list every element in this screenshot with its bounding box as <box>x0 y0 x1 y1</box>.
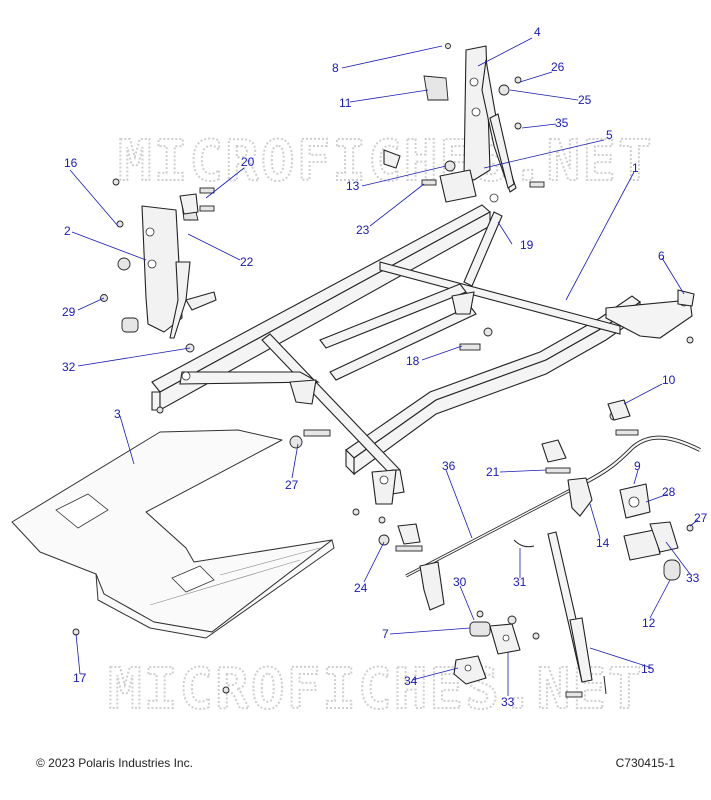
callout-30: 30 <box>453 575 467 589</box>
callout-21: 21 <box>486 465 500 479</box>
callout-19: 19 <box>520 238 534 252</box>
callout-15: 15 <box>641 662 655 676</box>
clips <box>179 149 695 545</box>
frame-main <box>151 193 693 505</box>
callout-18: 18 <box>406 354 420 368</box>
callout-33b: 33 <box>501 695 515 709</box>
callout-20: 20 <box>241 155 255 169</box>
callout-31: 31 <box>513 575 527 589</box>
callout-36: 36 <box>442 459 456 473</box>
callout-27b: 27 <box>694 511 708 525</box>
copyright-text: © 2023 Polaris Industries Inc. <box>36 756 193 770</box>
callout-32: 32 <box>62 360 76 374</box>
callout-27a: 27 <box>285 478 299 492</box>
gas-strut <box>547 531 607 695</box>
leader-lines <box>69 37 699 696</box>
callout-9: 9 <box>634 459 641 473</box>
callout-16: 16 <box>64 156 78 170</box>
callout-5: 5 <box>606 128 613 142</box>
callout-7: 7 <box>382 627 389 641</box>
skid-plate <box>11 429 335 639</box>
callout-23: 23 <box>356 223 370 237</box>
callout-6: 6 <box>658 249 665 263</box>
lower-mounts <box>453 621 521 685</box>
callout-12: 12 <box>642 616 656 630</box>
callout-14: 14 <box>596 536 610 550</box>
figure-id: C730415-1 <box>615 756 675 770</box>
callout-33a: 33 <box>686 571 700 585</box>
callout-11: 11 <box>339 96 352 110</box>
callout-1: 1 <box>632 161 639 175</box>
hardware <box>72 43 694 698</box>
callout-35: 35 <box>555 116 569 130</box>
callout-4: 4 <box>534 25 541 39</box>
callout-10: 10 <box>662 373 676 387</box>
callout-34: 34 <box>404 674 418 688</box>
callout-labels: 4 8 11 26 25 35 5 13 23 1 19 16 20 2 22 … <box>62 25 708 709</box>
bracket-left <box>117 203 217 339</box>
callout-29: 29 <box>62 305 76 319</box>
callout-17: 17 <box>73 671 87 685</box>
callout-28: 28 <box>662 485 676 499</box>
callout-22: 22 <box>240 255 254 269</box>
callout-3: 3 <box>114 407 121 421</box>
cable-assembly <box>405 435 701 611</box>
callout-13: 13 <box>346 179 360 193</box>
callout-24: 24 <box>354 581 368 595</box>
callout-26: 26 <box>551 60 565 74</box>
callout-25: 25 <box>578 93 592 107</box>
bracket-upper <box>423 45 517 203</box>
watermark-bottom: MICROFICHES.NET <box>108 657 644 722</box>
callout-8: 8 <box>332 61 339 75</box>
callout-2: 2 <box>64 224 71 238</box>
